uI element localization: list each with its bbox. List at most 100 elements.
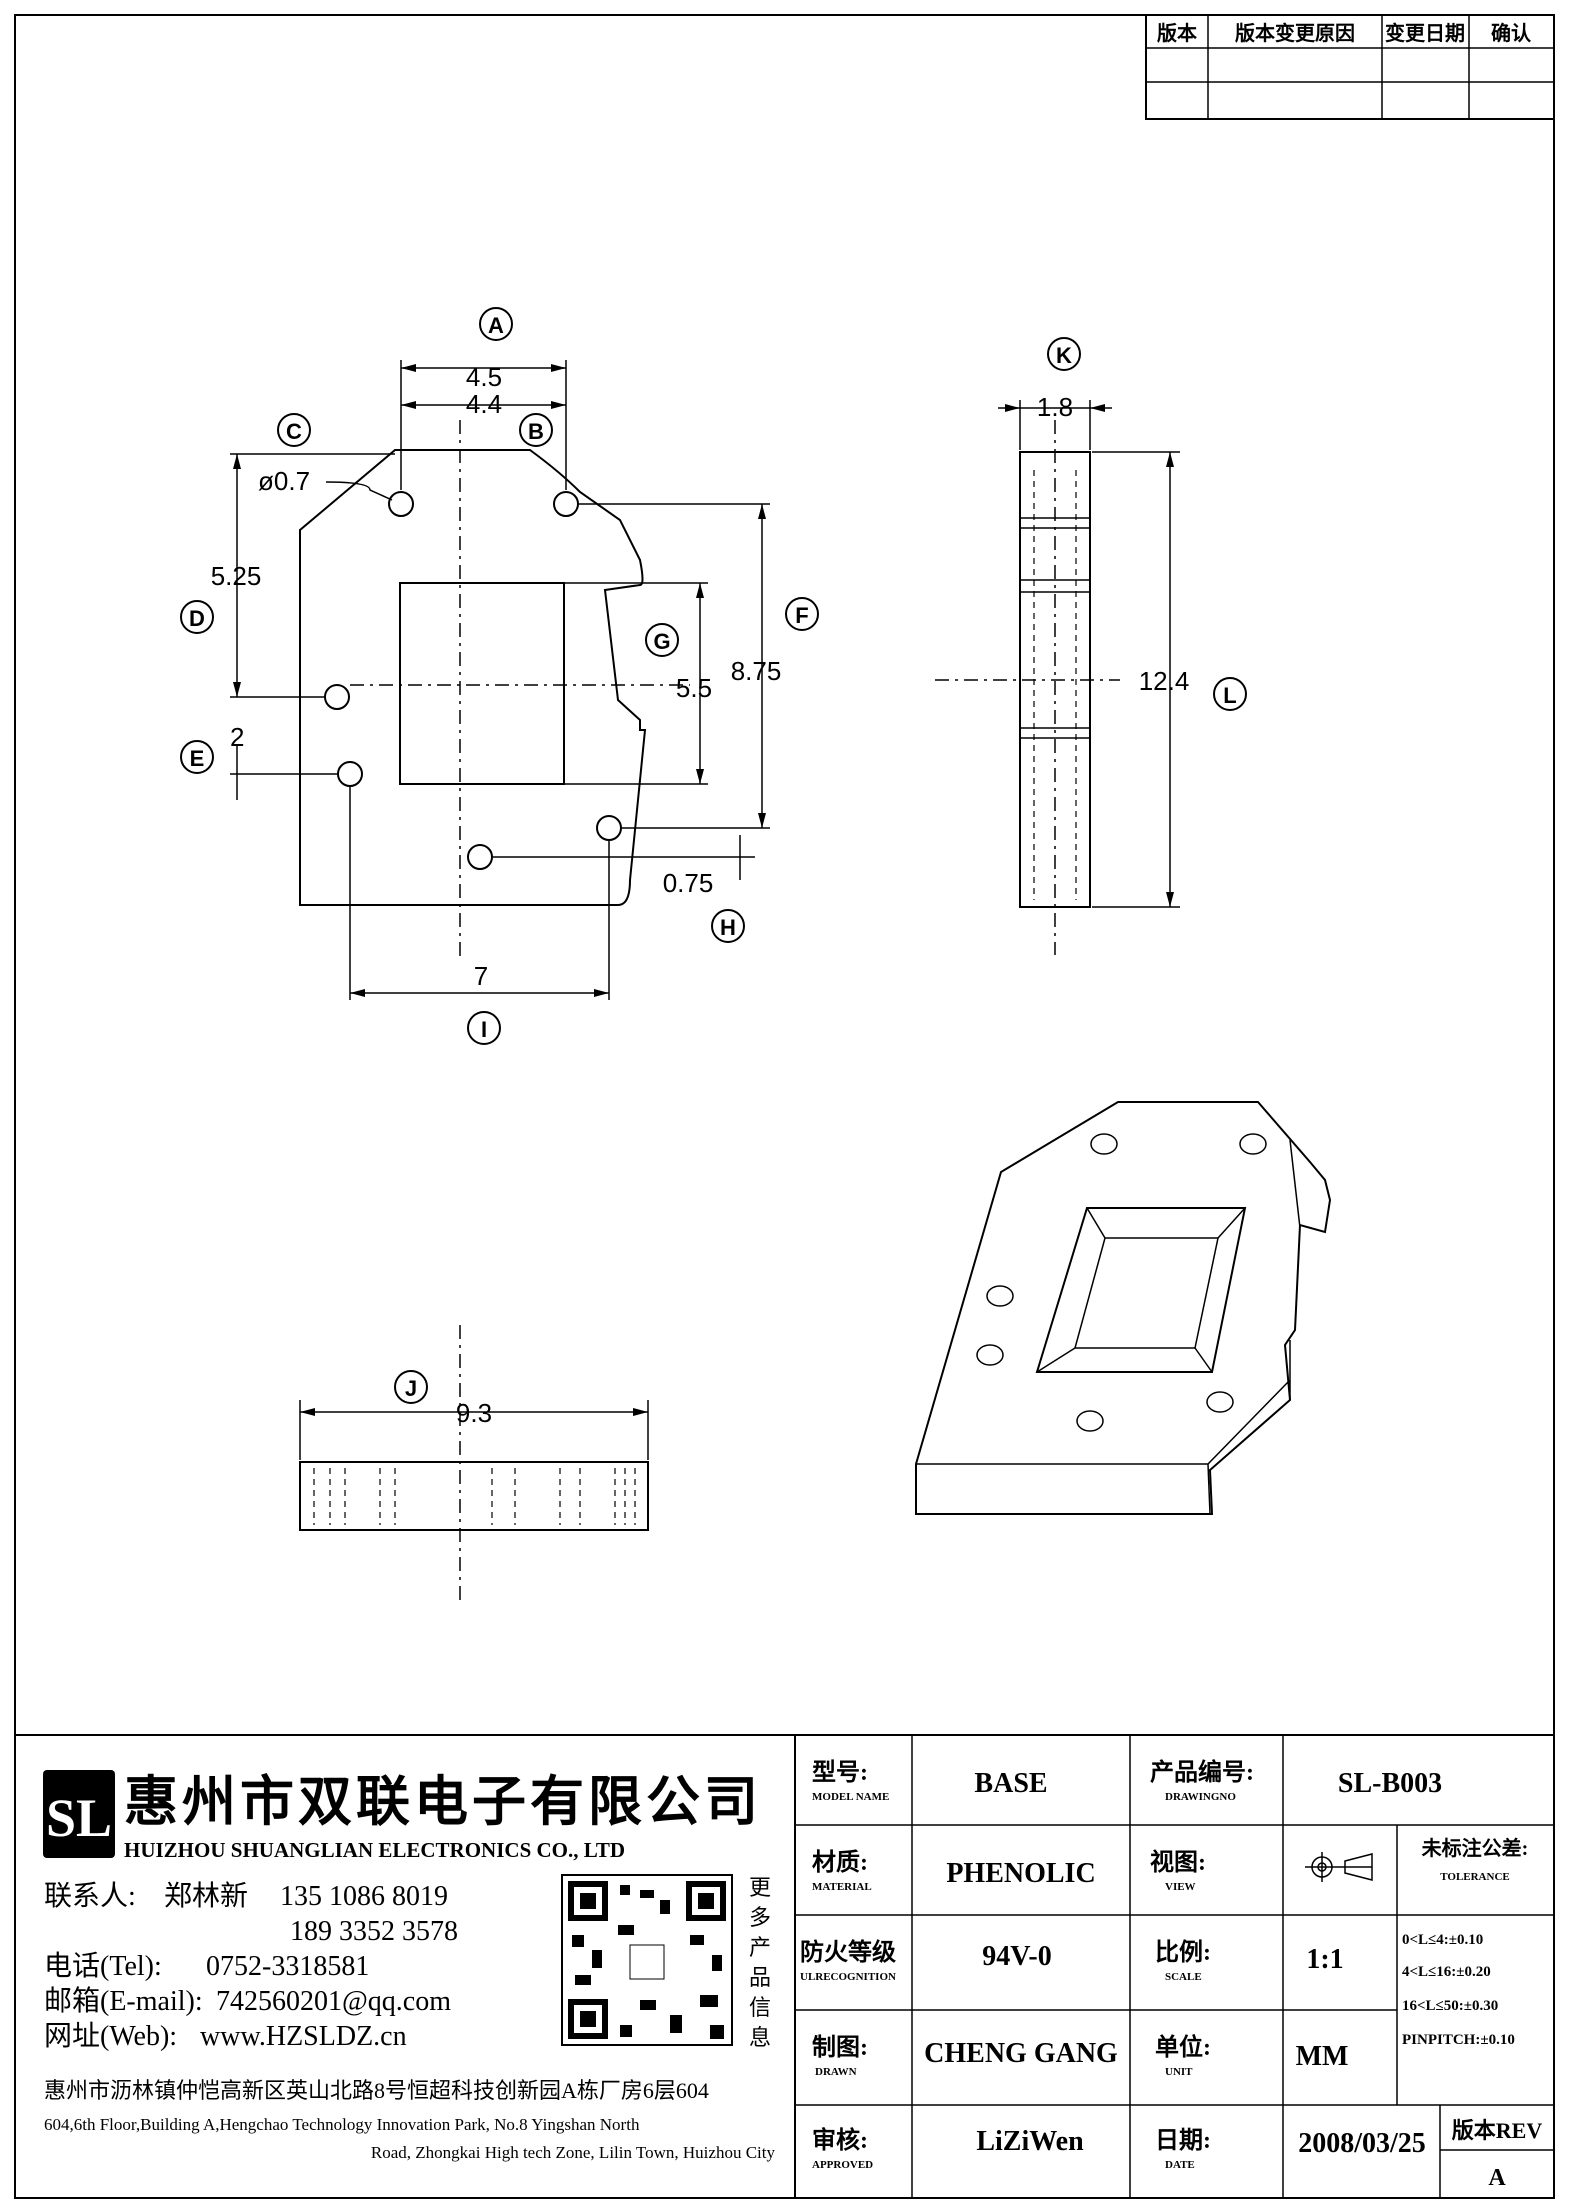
approved-label-en: APPROVED: [812, 2159, 873, 2171]
company-name-cn: 惠州市双联电子有限公司: [124, 1772, 762, 1832]
dim-c-label: C: [286, 419, 302, 444]
scale-label-en: SCALE: [1165, 1971, 1202, 1983]
tolerance-label-en: TOLERANCE: [1440, 1871, 1509, 1883]
tolerance-2: 4<L≤16:±0.20: [1402, 1964, 1491, 1980]
qr-text-4: 品: [749, 1965, 771, 1990]
dim-l-label: L: [1223, 683, 1236, 708]
model-label: 型号:: [812, 1759, 868, 1786]
scale-value: 1:1: [1306, 1944, 1343, 1975]
dim-k-label: K: [1056, 343, 1072, 368]
dim-i-label: I: [481, 1017, 487, 1042]
side-view: 1.8 K 12.4 L: [935, 337, 1247, 955]
address-en-2: Road, Zhongkai High tech Zone, Lilin Tow…: [371, 2143, 776, 2162]
projection-symbol-icon: [1305, 1852, 1373, 1882]
drawing-no-label-en: DRAWINGNO: [1165, 1791, 1236, 1803]
dim-a-value: 4.5: [466, 362, 502, 392]
material-value: PHENOLIC: [946, 1858, 1095, 1889]
dim-h-label: H: [720, 915, 736, 940]
date-label: 日期:: [1155, 2127, 1211, 2154]
dim-c-value: ø0.7: [258, 466, 310, 496]
drawn-value: CHENG GANG: [924, 2038, 1118, 2069]
address-cn: 惠州市沥林镇仲恺高新区英山北路8号恒超科技创新园A栋厂房6层604: [44, 2078, 709, 2103]
logo-text: SL: [46, 1788, 112, 1848]
hole-b: [553, 491, 579, 517]
hole-f: [596, 815, 622, 841]
rev-header-date: 变更日期: [1385, 21, 1465, 45]
dim-d-value: 5.25: [211, 561, 262, 591]
title-block-text: 型号: MODEL NAME BASE 产品编号: DRAWINGNO SL-B…: [800, 1758, 1542, 2191]
qr-text-5: 信: [749, 1995, 771, 2020]
qr-text-6: 息: [749, 2025, 771, 2050]
hole-e: [337, 761, 363, 787]
isometric-view: [915, 1101, 1332, 1515]
qr-text-3: 产: [749, 1935, 771, 1960]
company-name-en: HUIZHOU SHUANGLIAN ELECTRONICS CO., LTD: [124, 1838, 625, 1862]
drawing-no-label: 产品编号:: [1150, 1758, 1254, 1786]
view-label-en: VIEW: [1165, 1881, 1196, 1893]
dim-h-value: 0.75: [663, 868, 714, 898]
unit-value: MM: [1296, 2041, 1349, 2072]
dim-g-label: G: [653, 629, 670, 654]
tel-value: 0752-3318581: [206, 1951, 369, 1982]
dim-a-label: A: [488, 313, 504, 338]
tel-label: 电话(Tel):: [44, 1950, 162, 1982]
company-block: SL 惠州市双联电子有限公司 HUIZHOU SHUANGLIAN ELECTR…: [43, 1770, 775, 2162]
dim-d-label: D: [189, 606, 205, 631]
dim-j-value: 9.3: [456, 1398, 492, 1428]
scale-label: 比例:: [1155, 1939, 1211, 1966]
unit-label: 单位:: [1155, 2033, 1211, 2061]
drawn-label-en: DRAWN: [815, 2066, 857, 2078]
web-label: 网址(Web):: [44, 2020, 177, 2052]
rev-label: 版本REV: [1452, 2118, 1543, 2143]
dim-k-value: 1.8: [1037, 392, 1073, 422]
top-view-outline: [299, 449, 647, 906]
hole-h: [467, 844, 493, 870]
unit-label-en: UNIT: [1165, 2066, 1193, 2078]
contact-label: 联系人:: [44, 1880, 136, 1912]
dim-a2-value: 4.4: [466, 389, 502, 419]
drawing-no-value: SL-B003: [1338, 1768, 1442, 1799]
date-value: 2008/03/25: [1298, 2128, 1426, 2159]
qr-text-1: 更: [749, 1875, 771, 1900]
dim-l-value: 12.4: [1139, 666, 1190, 696]
phone-2: 189 3352 3578: [290, 1916, 458, 1947]
hole-d: [324, 684, 350, 710]
drawn-label: 制图:: [812, 2034, 868, 2061]
contact-name: 郑林新: [164, 1880, 248, 1912]
rev-header-version: 版本: [1157, 21, 1197, 45]
qr-text-2: 多: [749, 1905, 771, 1930]
dim-j-label: J: [405, 1376, 417, 1401]
tolerance-4: PINPITCH:±0.10: [1402, 2032, 1515, 2048]
revision-table: 版本 版本变更原因 变更日期 确认: [1145, 14, 1555, 120]
top-view: 4.5 A 4.4 B C ø0.7 5.25 D 2 E: [180, 307, 819, 1045]
material-label: 材质:: [812, 1849, 868, 1876]
dim-b-label: B: [528, 419, 544, 444]
web-value: www.HZSLDZ.cn: [200, 2021, 407, 2052]
dim-e-value: 2: [230, 722, 244, 752]
window-rect: [399, 582, 565, 785]
date-label-en: DATE: [1165, 2159, 1195, 2171]
rev-value: A: [1488, 2165, 1506, 2191]
approved-label: 审核:: [812, 2126, 868, 2154]
tolerance-label: 未标注公差:: [1422, 1836, 1529, 1860]
model-value: BASE: [974, 1768, 1047, 1799]
dim-i-value: 7: [474, 961, 488, 991]
dim-f-label: F: [795, 603, 808, 628]
tolerance-3: 16<L≤50:±0.30: [1402, 1998, 1498, 2014]
qr-code: [561, 1874, 733, 2046]
dim-f-value: 8.75: [731, 656, 782, 686]
email-label: 邮箱(E-mail):: [44, 1985, 203, 2017]
approved-value: LiZiWen: [976, 2126, 1084, 2157]
view-label: 视图:: [1150, 1849, 1206, 1876]
company-logo: SL: [43, 1770, 115, 1858]
front-view: 9.3 J: [299, 1325, 649, 1600]
rev-header-confirm: 确认: [1491, 21, 1532, 45]
tolerance-1: 0<L≤4:±0.10: [1402, 1932, 1483, 1948]
dim-e-label: E: [190, 746, 205, 771]
dim-g-value: 5.5: [676, 673, 712, 703]
material-label-en: MATERIAL: [812, 1881, 872, 1893]
email-value: 742560201@qq.com: [216, 1986, 451, 2017]
fire-label: 防火等级: [800, 1938, 896, 1966]
fire-label-en: ULRECOGNITION: [800, 1971, 896, 1983]
